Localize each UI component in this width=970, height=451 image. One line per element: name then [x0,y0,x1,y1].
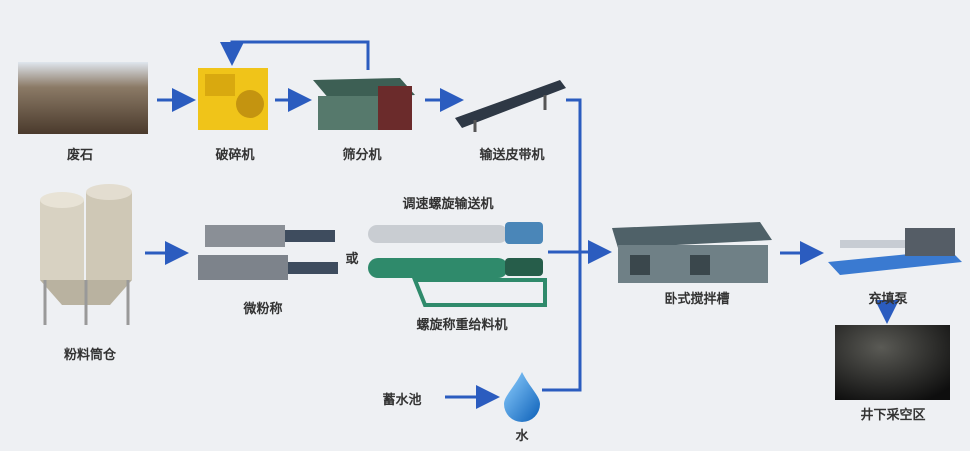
screen-image [313,78,415,130]
label-reservoir: 蓄水池 [382,393,422,408]
label-crusher: 破碎机 [215,148,255,163]
crusher-image [198,68,268,130]
horizontal-mixing-tank-image [612,222,772,283]
label-waste-rock: 废石 [66,148,94,163]
recycle-arrow [220,40,370,70]
micro-powder-scale-image [198,225,338,280]
variable-speed-screw-conveyor-image [368,222,543,244]
conveyor-line [542,98,582,392]
flow-arrows [145,40,899,409]
waste-rock-image [18,62,148,134]
screw-weighing-feeder-image [368,258,547,307]
underground-goaf-image [835,325,950,400]
water-drop-icon [504,372,540,422]
powder-silo-image [40,184,132,325]
label-screen: 筛分机 [342,148,382,163]
label-micro-powder-scale: 微粉称 [243,302,283,317]
label-belt-conveyor: 输送皮带机 [479,148,545,163]
label-filling-pump: 充填泵 [868,292,908,307]
label-screw-weighing-feeder: 螺旋称重给料机 [416,318,508,333]
belt-conveyor-image [455,80,566,132]
label-underground-goaf: 井下采空区 [860,408,926,423]
filling-pump-image [828,228,962,275]
label-mixing-tank: 卧式搅拌槽 [664,292,730,307]
label-powder-silo: 粉料筒仓 [63,348,117,363]
label-screw-conveyor: 调速螺旋输送机 [402,197,494,212]
label-water: 水 [515,429,529,444]
label-or: 或 [345,252,359,267]
